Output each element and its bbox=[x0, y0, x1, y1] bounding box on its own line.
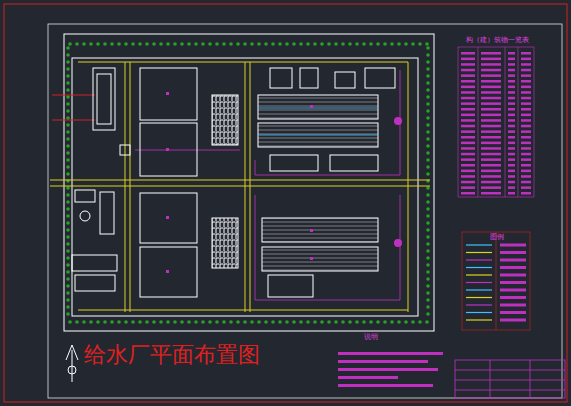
legend-table: 图例 bbox=[462, 233, 532, 242]
drawing-title: 给水厂平面布置图 bbox=[84, 340, 260, 370]
panel-heading: 说明 bbox=[350, 333, 392, 342]
building-table: 构（建）筑物一览表 bbox=[458, 36, 536, 45]
notes-block: 说明 bbox=[350, 333, 392, 342]
panel-heading: 图例 bbox=[462, 233, 532, 242]
panel-heading: 构（建）筑物一览表 bbox=[458, 36, 536, 45]
